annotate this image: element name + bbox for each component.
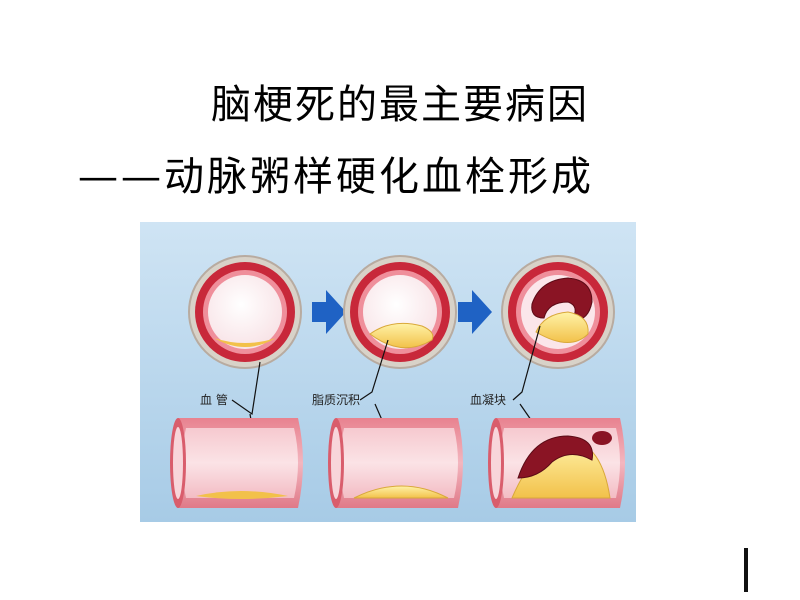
atherosclerosis-diagram: 血 管 脂质沉积 血凝块 — [140, 222, 636, 522]
label-blood-clot: 血凝块 — [470, 392, 506, 407]
slide-title-line2: ——动脉粥样硬化血栓形成 — [78, 154, 594, 200]
page-marker — [744, 548, 748, 592]
label-vessel: 血 管 — [200, 392, 228, 407]
vessel-longitudinal-thrombus — [488, 418, 625, 508]
vessel-cross-section-lipid — [343, 255, 457, 369]
right-arrow-icon — [458, 290, 492, 334]
slide-title-line1: 脑梗死的最主要病因 — [211, 82, 589, 128]
vessel-longitudinal-lipid — [328, 418, 463, 508]
vessel-cross-section-normal — [188, 255, 302, 369]
label-lipid-deposition: 脂质沉积 — [312, 392, 360, 407]
vessel-cross-section-thrombus — [501, 255, 615, 369]
vessel-longitudinal-normal — [170, 418, 303, 508]
right-arrow-icon — [312, 290, 346, 334]
